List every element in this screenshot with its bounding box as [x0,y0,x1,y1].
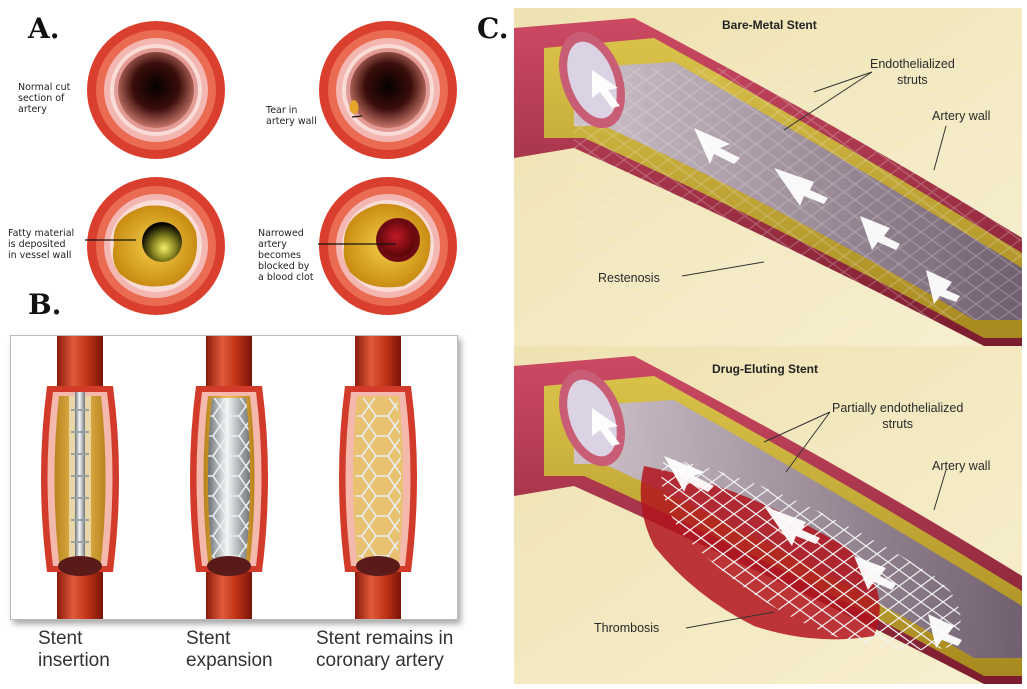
drug-eluting-stent-title: Drug-Eluting Stent [712,362,818,376]
fatty-material-label: Fatty material is deposited in vessel wa… [8,228,74,261]
drug-eluting-stent-panel: Drug-Eluting Stent Partially endothelial… [514,346,1022,684]
stent-expansion-caption: Stent expansion [186,628,273,672]
panel-c-letter: C. [477,12,509,45]
stent-insertion-vessel [41,336,119,619]
partially-endothelialized-struts-label: Partially endothelialized struts [832,400,963,432]
bare-metal-stent-panel: Bare-Metal Stent Endothelialized struts … [514,8,1022,346]
stent-remains-caption: Stent remains in coronary artery [316,628,453,672]
bare-metal-stent-title: Bare-Metal Stent [722,18,817,32]
panel-b-frame [10,335,458,620]
blood-clot-label: Narrowed artery becomes blocked by a blo… [258,228,314,283]
restenosis-label: Restenosis [598,270,660,286]
stent-expansion-vessel [190,336,268,619]
fatty-deposit-cross-section [87,177,225,315]
stent-remains-vessel [339,336,417,619]
stent-insertion-caption: Stent insertion [38,628,110,672]
torn-artery-cross-section [319,21,457,159]
artery-wall-label-bottom: Artery wall [932,458,990,474]
panel-b-illustration [11,336,457,619]
tear-label: Tear in artery wall [266,105,317,127]
thrombosis-label: Thrombosis [594,620,659,636]
endothelialized-struts-label: Endothelialized struts [870,56,955,88]
drug-eluting-stent-illustration [514,346,1022,684]
artery-wall-label-top: Artery wall [932,108,990,124]
normal-artery-cross-section [87,21,225,159]
panel-a-illustration [0,0,470,330]
normal-artery-label: Normal cut section of artery [18,82,70,115]
blood-clot-cross-section [319,177,457,315]
